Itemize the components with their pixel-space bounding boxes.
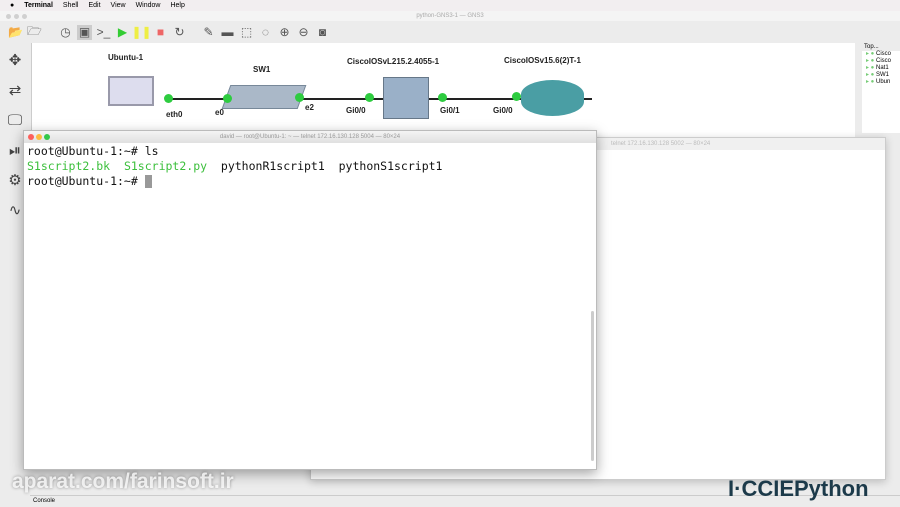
window-title-bar: python-GNS3-1 — GNS3 bbox=[0, 11, 900, 21]
panel-header: Top... bbox=[862, 43, 900, 51]
console-all-icon[interactable]: >_ bbox=[96, 25, 111, 39]
topology-item[interactable]: SW1 bbox=[862, 72, 900, 79]
file-entry: pythonS1script1 bbox=[338, 159, 443, 173]
topology-item[interactable]: Nat1 bbox=[862, 65, 900, 72]
menu-terminal[interactable]: Terminal bbox=[24, 2, 53, 9]
port-label: Gi0/0 bbox=[493, 106, 513, 115]
node-label: CiscoIOSv15.6(2)T-1 bbox=[504, 56, 581, 65]
link-status-dot bbox=[365, 93, 374, 102]
l2-switch-icon[interactable] bbox=[383, 77, 429, 119]
watermark: aparat.com/farinsoft.ir bbox=[12, 470, 234, 493]
window-title: python-GNS3-1 — GNS3 bbox=[416, 13, 484, 19]
file-entry: S1script2.py bbox=[123, 159, 208, 173]
topology-item[interactable]: Cisco bbox=[862, 58, 900, 65]
switches-icon[interactable]: ⇄ bbox=[8, 82, 22, 99]
menu-help[interactable]: Help bbox=[170, 2, 185, 9]
router-icon[interactable] bbox=[521, 80, 584, 116]
zoom-out-icon[interactable]: ⊖ bbox=[298, 25, 309, 39]
console-panel: Console bbox=[30, 495, 900, 506]
add-link-icon[interactable]: ∿ bbox=[8, 202, 22, 219]
console-label: Console bbox=[33, 498, 56, 504]
cursor bbox=[144, 175, 152, 188]
port-label: e2 bbox=[305, 103, 314, 112]
minimize-button[interactable] bbox=[14, 14, 19, 19]
port-label: e0 bbox=[215, 108, 224, 117]
close-button[interactable] bbox=[6, 14, 11, 19]
screenshot-icon[interactable]: ◙ bbox=[318, 25, 327, 39]
terminal-window[interactable]: david — root@Ubuntu-1: ~ — telnet 172.16… bbox=[23, 130, 597, 470]
stop-icon[interactable]: ■ bbox=[156, 25, 165, 39]
link[interactable] bbox=[172, 98, 592, 100]
zoom-in-icon[interactable]: ⊕ bbox=[279, 25, 290, 39]
reload-icon[interactable]: ↻ bbox=[174, 25, 185, 39]
cciepython-logo: I·CCIEPython bbox=[728, 476, 869, 501]
minimize-button[interactable] bbox=[36, 134, 42, 140]
menu-view[interactable]: View bbox=[110, 2, 126, 9]
menu-bar: ● Terminal Shell Edit View Window Help bbox=[0, 0, 900, 11]
security-devices-icon[interactable]: ⏯ bbox=[8, 141, 21, 159]
menu-window[interactable]: Window bbox=[135, 2, 161, 9]
link-status-dot bbox=[164, 94, 173, 103]
switch-icon[interactable] bbox=[221, 85, 307, 109]
toolbar: 📂 🗁 ◷ ▣ >_ ▶ ❚❚ ■ ↻ ✎ ▬ ⬚ ◌ ⊕ ⊖ ◙ bbox=[0, 21, 900, 43]
prompt: root@Ubuntu-1:~# bbox=[27, 174, 145, 188]
file-entry: pythonR1script1 bbox=[220, 159, 325, 173]
link-status-dot bbox=[438, 93, 447, 102]
port-label: eth0 bbox=[166, 110, 183, 119]
routers-icon[interactable]: ✥ bbox=[8, 52, 22, 69]
terminal-line: S1script2.bk S1script2.py pythonR1script… bbox=[27, 159, 593, 174]
terminal-line: root@Ubuntu-1:~# ls bbox=[27, 144, 159, 158]
open-project-icon[interactable]: 🗁 bbox=[27, 23, 42, 38]
link-status-dot bbox=[512, 92, 521, 101]
new-project-icon[interactable]: 📂 bbox=[8, 25, 23, 39]
all-devices-icon[interactable]: ⚙ bbox=[8, 172, 22, 189]
zoom-button[interactable] bbox=[22, 14, 27, 19]
node-label: Ubuntu-1 bbox=[108, 53, 144, 62]
terminal-title-bar: david — root@Ubuntu-1: ~ — telnet 172.16… bbox=[24, 131, 596, 143]
topology-item[interactable]: Cisco bbox=[862, 51, 900, 58]
apple-icon[interactable]: ● bbox=[10, 2, 15, 9]
terminal-line: root@Ubuntu-1:~# bbox=[27, 174, 593, 189]
add-note-icon[interactable]: ✎ bbox=[203, 25, 214, 39]
link-status-dot bbox=[295, 93, 304, 102]
topology-item[interactable]: Ubun bbox=[862, 79, 900, 86]
menu-shell[interactable]: Shell bbox=[62, 2, 79, 9]
draw-rectangle-icon[interactable]: ⬚ bbox=[240, 25, 253, 39]
topology-canvas[interactable]: Ubuntu-1 SW1 CiscoIOSvL215.2.4055-1 Cisc… bbox=[31, 43, 855, 143]
menu-edit[interactable]: Edit bbox=[88, 2, 101, 9]
suspend-icon[interactable]: ❚❚ bbox=[131, 25, 152, 39]
topology-summary-panel: Top... Cisco Cisco Nat1 SW1 Ubun bbox=[862, 43, 900, 133]
file-entry: S1script2.bk bbox=[27, 159, 111, 173]
node-label: CiscoIOSvL215.2.4055-1 bbox=[347, 57, 440, 66]
port-label: Gi0/1 bbox=[440, 106, 460, 115]
close-button[interactable] bbox=[28, 134, 34, 140]
ubuntu-host-icon[interactable] bbox=[108, 76, 154, 106]
show-interfaces-icon[interactable]: ▣ bbox=[77, 24, 92, 40]
link-status-dot bbox=[223, 94, 232, 103]
draw-ellipse-icon[interactable]: ◌ bbox=[261, 25, 270, 39]
end-devices-icon[interactable]: 🖵 bbox=[7, 111, 23, 129]
terminal-title: david — root@Ubuntu-1: ~ — telnet 172.16… bbox=[219, 134, 401, 140]
start-icon[interactable]: ▶ bbox=[117, 25, 128, 39]
insert-image-icon[interactable]: ▬ bbox=[221, 25, 234, 39]
zoom-button[interactable] bbox=[44, 134, 50, 140]
port-label: Gi0/0 bbox=[346, 106, 366, 115]
node-label: SW1 bbox=[253, 65, 271, 74]
snapshot-icon[interactable]: ◷ bbox=[60, 25, 71, 39]
scrollbar[interactable] bbox=[591, 311, 594, 461]
